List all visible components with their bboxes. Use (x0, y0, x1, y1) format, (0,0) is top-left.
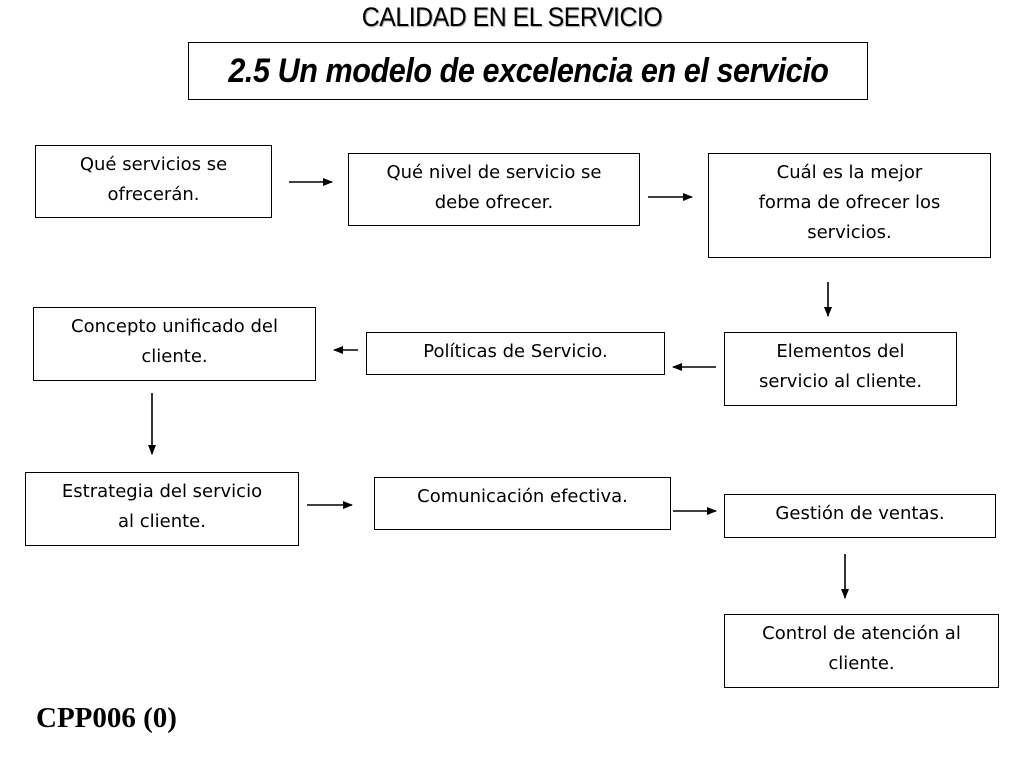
node-politicas-servicio: Políticas de Servicio. (366, 332, 665, 375)
page-title-text: 2.5 Un modelo de excelencia en el servic… (227, 51, 829, 90)
node-mejor-forma: Cuál es la mejor forma de ofrecer los se… (708, 153, 991, 258)
page-title: 2.5 Un modelo de excelencia en el servic… (188, 42, 868, 100)
node-que-servicios-label: Qué servicios se ofrecerán. (79, 154, 228, 205)
node-elementos-servicio-label: Elementos del servicio al cliente. (758, 341, 923, 392)
node-que-nivel: Qué nivel de servicio se debe ofrecer. (348, 153, 640, 226)
node-gestion-ventas-label: Gestión de ventas. (775, 503, 945, 524)
node-que-servicios: Qué servicios se ofrecerán. (35, 145, 272, 218)
node-control-atencion: Control de atención al cliente. (724, 614, 999, 688)
node-estrategia-servicio: Estrategia del servicio al cliente. (25, 472, 299, 546)
node-control-atencion-label: Control de atención al cliente. (762, 623, 961, 674)
node-politicas-servicio-label: Políticas de Servicio. (423, 341, 608, 362)
node-que-nivel-label: Qué nivel de servicio se debe ofrecer. (386, 162, 602, 213)
slide-code: CPP006 (0) (36, 702, 177, 734)
category-heading: CALIDAD EN EL SERVICIO (361, 2, 663, 32)
node-mejor-forma-label: Cuál es la mejor forma de ofrecer los se… (758, 162, 941, 243)
node-concepto-unificado: Concepto unificado del cliente. (33, 307, 316, 381)
node-elementos-servicio: Elementos del servicio al cliente. (724, 332, 957, 406)
node-comunicacion-efectiva: Comunicación efectiva. (374, 477, 671, 530)
node-estrategia-servicio-label: Estrategia del servicio al cliente. (61, 481, 263, 532)
node-gestion-ventas: Gestión de ventas. (724, 494, 996, 538)
node-comunicacion-efectiva-label: Comunicación efectiva. (417, 486, 628, 507)
node-concepto-unificado-label: Concepto unificado del cliente. (71, 316, 278, 367)
